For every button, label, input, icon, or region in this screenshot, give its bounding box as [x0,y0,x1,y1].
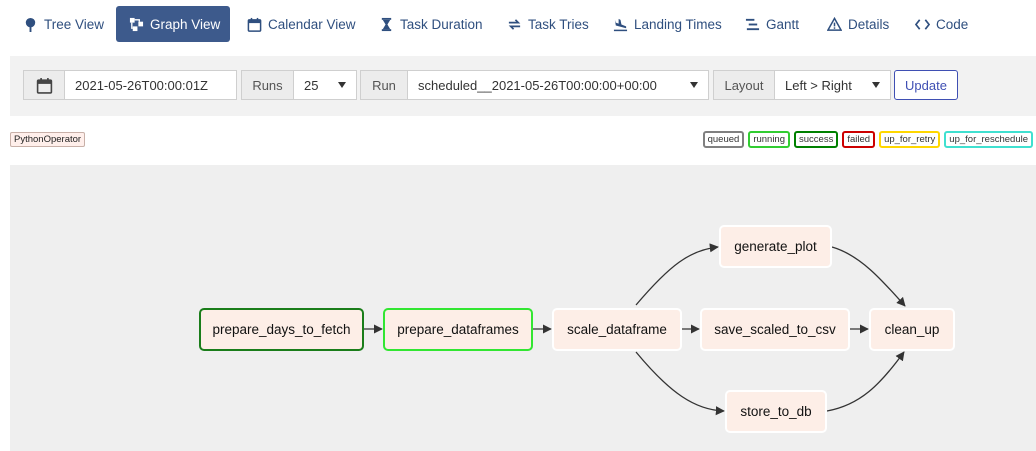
tab-label: Tree View [44,16,105,32]
tab-task-tries[interactable]: Task Tries [506,6,589,42]
chevron-down-icon [872,82,880,88]
tree-icon [22,16,38,32]
run-select-value: scheduled__2021-05-26T00:00:00+00:00 [418,77,657,93]
task-node-store-to-db[interactable]: store_to_db [725,390,827,433]
dag-run-controls: 2021-05-26T00:00:01Z Runs 25 Run schedul… [10,56,1036,116]
tab-code[interactable]: Code [914,6,968,42]
state-up-for-reschedule[interactable]: up_for_reschedule [944,131,1033,148]
layout-select[interactable]: Left > Right [774,70,891,100]
tab-landing-times[interactable]: Landing Times [612,6,722,42]
runs-label: Runs [241,70,294,100]
tab-label: Task Tries [528,16,589,32]
tab-label: Details [848,16,890,32]
tab-label: Gantt [766,16,800,32]
state-legend: queued running success failed up_for_ret… [702,131,1033,148]
run-label: Run [360,70,408,100]
runs-select-value: 25 [304,77,319,93]
tab-label: Calendar View [268,16,356,32]
calendar-icon [246,16,262,32]
warning-triangle-icon [826,16,842,32]
hourglass-icon [378,16,394,32]
calendar-icon [36,77,53,94]
tab-tree-view[interactable]: Tree View [22,6,104,42]
task-node-scale-dataframe[interactable]: scale_dataframe [552,308,682,351]
state-success[interactable]: success [794,131,839,148]
dag-graph-canvas[interactable]: prepare_days_to_fetch prepare_dataframes… [10,165,1036,451]
tab-gantt[interactable]: Gantt [744,6,799,42]
tab-task-duration[interactable]: Task Duration [378,6,483,42]
layout-select-value: Left > Right [785,77,852,93]
tab-details[interactable]: Details [826,6,889,42]
graph-icon [129,16,144,32]
tab-label: Code [936,16,969,32]
plane-landing-icon [612,16,628,32]
task-node-save-scaled-to-csv[interactable]: save_scaled_to_csv [700,308,850,351]
task-node-clean-up[interactable]: clean_up [869,308,955,351]
gantt-icon [744,16,760,32]
state-up-for-retry[interactable]: up_for_retry [879,131,941,148]
execution-date-input[interactable]: 2021-05-26T00:00:01Z [64,70,237,100]
tab-label: Landing Times [634,16,722,32]
run-select[interactable]: scheduled__2021-05-26T00:00:00+00:00 [407,70,709,100]
edge-scale-to-plot [635,243,719,306]
state-failed[interactable]: failed [842,131,876,148]
edge-plot-to-clean-up [831,246,906,307]
layout-label: Layout [713,70,775,100]
edge-scale-to-store [635,351,725,416]
update-button[interactable]: Update [894,70,958,100]
task-node-prepare-dataframes[interactable]: prepare_dataframes [383,308,533,351]
state-running[interactable]: running [748,131,791,148]
operator-legend: PythonOperator [10,132,86,147]
task-node-generate-plot[interactable]: generate_plot [719,225,832,268]
retry-icon [506,16,522,32]
tab-label: Graph View [150,16,221,32]
tab-label: Task Duration [400,16,483,32]
runs-select[interactable]: 25 [293,70,357,100]
tab-calendar-view[interactable]: Calendar View [246,6,356,42]
tab-graph-view[interactable]: Graph View [116,6,230,42]
edge-store-to-clean-up [826,351,905,412]
view-tabs-nav: Tree View Graph View Calendar View Task … [0,0,1036,44]
chevron-down-icon [690,82,698,88]
dag-edges [364,243,906,416]
task-node-prepare-days-to-fetch[interactable]: prepare_days_to_fetch [199,308,364,351]
state-queued[interactable]: queued [702,131,745,148]
chevron-down-icon [338,82,346,88]
calendar-button[interactable] [23,70,65,100]
code-icon [914,16,930,32]
